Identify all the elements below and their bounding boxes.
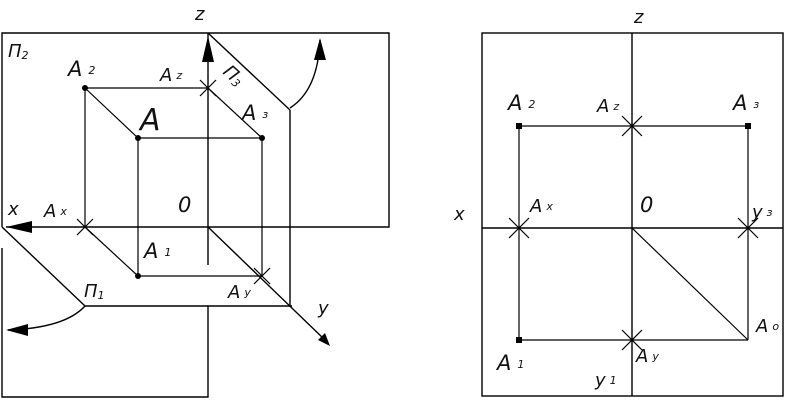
tick-Ax [76, 218, 94, 236]
axis-y-arrow-icon [318, 333, 330, 346]
rotation-arc-p3 [289, 39, 321, 109]
axis-x-arrow-icon [6, 221, 32, 233]
plane-p1-outline [1, 248, 292, 398]
left-origin-label: 0 [178, 193, 191, 217]
rotation-arrow-p1-icon [6, 324, 28, 336]
point-A2 [82, 85, 88, 91]
plane-p2-outline [1, 32, 390, 228]
epure-tick-y3 [737, 217, 759, 239]
left-axis-y-label: y [317, 298, 329, 319]
plane-p2-label: П2 [8, 41, 29, 62]
tick-Ay [253, 267, 271, 285]
epure-tick-Az [621, 115, 643, 137]
right-axis-z-label: z [633, 7, 644, 28]
point-A [135, 135, 141, 141]
tick-Az [199, 79, 217, 97]
point-A3 [259, 135, 265, 141]
epure-point-A1 [516, 337, 522, 343]
projection-A2-lines [84, 87, 263, 227]
projection-A2-to-A [84, 87, 139, 139]
epure-point-A3 [745, 123, 751, 129]
epure-point-A2 [516, 123, 522, 129]
point-A1 [135, 273, 141, 279]
point-A-label: A [138, 103, 161, 138]
right-axis-x-label: x [453, 204, 465, 225]
epure-tick-Ax [508, 217, 530, 239]
axis-y-line [207, 226, 326, 341]
projection-Ax-to-A1 [84, 226, 139, 277]
rotation-arrow-p3-icon [314, 38, 326, 60]
epure-tick-Ay [621, 329, 643, 351]
right-origin-label: 0 [640, 193, 653, 217]
epure-diagonal [631, 227, 749, 341]
left-axis-x-label: x [7, 199, 19, 220]
plane-p1-diagonal-edge [1, 226, 86, 307]
axis-z-arrow-icon [202, 36, 214, 62]
left-axis-z-label: z [194, 4, 205, 25]
plane-p1-label: П1 [84, 281, 105, 302]
plane-p3-top-edge [207, 32, 291, 111]
